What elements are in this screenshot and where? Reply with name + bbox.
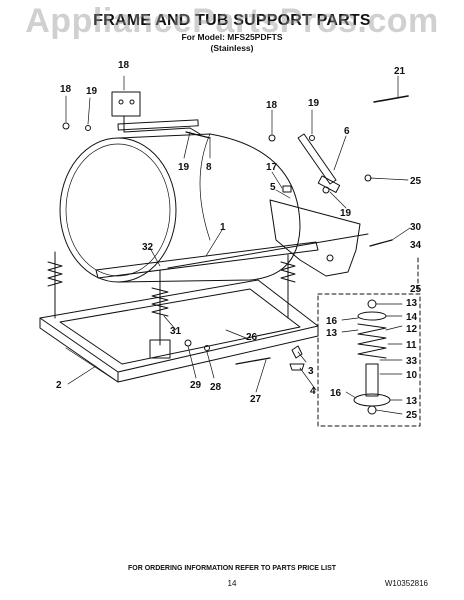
callout-label: 6 (344, 126, 350, 137)
callout-label: 29 (190, 380, 202, 391)
callout-label: 18 (266, 100, 278, 111)
ordering-note: FOR ORDERING INFORMATION REFER TO PARTS … (127, 565, 337, 572)
callout-label: 26 (246, 332, 258, 343)
callout-label: 16 (330, 388, 342, 399)
callout-label: 11 (406, 340, 417, 351)
callout-label: 10 (406, 370, 418, 381)
callout-label: 27 (250, 394, 262, 405)
callout-label: 5 (270, 182, 276, 193)
top-bracket (111, 91, 201, 135)
callout-label: 19 (178, 162, 190, 173)
callout-label: 13 (406, 396, 418, 407)
callout-label: 4 (310, 386, 316, 397)
finish-line: (Stainless) (210, 43, 254, 53)
spring-right (280, 254, 296, 319)
callout-label: 18 (60, 84, 72, 95)
page-number: 14 (227, 579, 237, 588)
hardware (62, 95, 409, 371)
callout-label: 13 (406, 298, 418, 309)
callout-label: 34 (410, 240, 422, 251)
callout-label: 12 (406, 324, 418, 335)
callout-label: 25 (410, 176, 422, 187)
callout-label: 28 (210, 382, 222, 393)
callout-label: 19 (340, 208, 352, 219)
spring-left-rear (47, 251, 63, 319)
watermark: AppliancePartsPros.com (25, 2, 439, 40)
callout-label: 30 (410, 222, 422, 233)
document-number: W10352816 (384, 579, 428, 588)
leader-lines (65, 75, 411, 415)
spring-assemblies (47, 251, 296, 359)
support-rails (95, 233, 369, 279)
model-line: For Model: MFS25PDFTS (181, 32, 283, 42)
callout-label: 13 (326, 328, 338, 339)
callout-label: 16 (326, 316, 338, 327)
callout-label: 32 (142, 242, 154, 253)
callout-label: 19 (308, 98, 320, 109)
callout-label: 25 (410, 284, 422, 295)
callout-label: 14 (406, 312, 418, 323)
callout-label: 18 (118, 60, 130, 71)
strut-arm (297, 133, 341, 193)
spring-kit-detail (317, 257, 421, 427)
model-subtitle: For Model: MFS25PDFTS (Stainless) (0, 32, 464, 54)
spring-middle (149, 269, 171, 359)
callout-label: 21 (394, 66, 406, 77)
callout-label: 17 (266, 162, 278, 173)
callout-label: 19 (86, 86, 98, 97)
callout-label: 33 (406, 356, 418, 367)
callout-label: 31 (170, 326, 182, 337)
right-bracket (269, 199, 361, 277)
callout-label: 2 (56, 380, 62, 391)
callout-label: 3 (308, 366, 314, 377)
callout-label: 1 (220, 222, 226, 233)
callout-label: 8 (206, 162, 212, 173)
page-title: FRAME AND TUB SUPPORT PARTS (93, 12, 371, 29)
drum (59, 133, 301, 283)
callout-labels: 18 19 18 21 18 19 6 19 8 17 5 25 19 1 30… (56, 60, 422, 421)
callout-label: 25 (406, 410, 418, 421)
